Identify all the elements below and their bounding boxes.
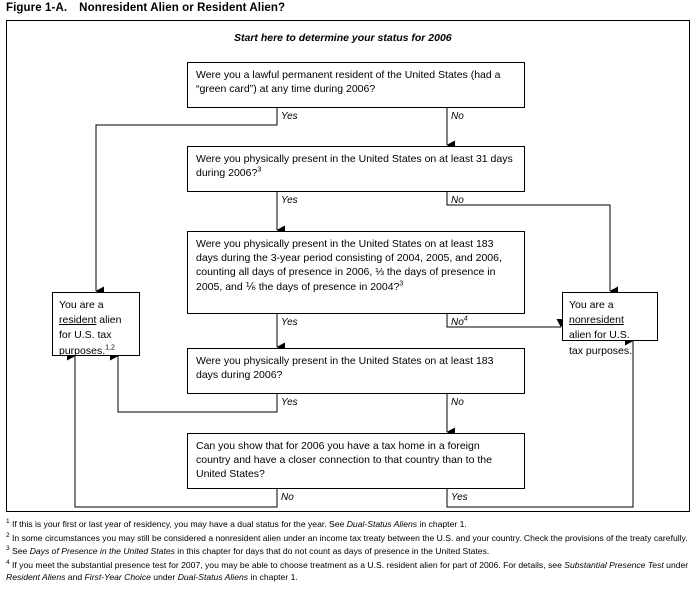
footnote-4: 4 If you meet the substantial presence t… [6,559,692,583]
figure-number: Figure 1-A. [6,2,68,14]
footnote-marker: 3 [399,280,404,288]
footnote-marker: 4 [6,559,10,567]
decision-text: Were you physically present in the Unite… [196,238,502,293]
branch-label-q2-no: No [451,195,464,206]
footnote-marker: 3 [6,545,10,553]
footnote-text: If you meet the substantial presence tes… [12,560,565,571]
branch-label-q1-yes: Yes [281,111,298,122]
footnote-marker: 1 [6,518,10,526]
result-line-3: for U.S. tax [59,329,112,342]
branch-label-q4-no: No [451,397,464,408]
footnote-italic-ref: Dual-Status Aliens [346,519,418,529]
footnote-italic-ref: Days of Presence in the United States [29,546,175,557]
footnote-italic-ref: Substantial Presence Test [564,560,664,571]
footnote-marker: 3 [257,166,262,174]
result-box-resident-alien: You are a resident alien for U.S. tax pu… [52,292,140,359]
decision-text: Were you a lawful permanent resident of … [196,69,501,96]
footnote-text: in chapter 1. [417,519,467,529]
result-line-1: You are a [59,299,104,311]
footnote-text: in this chapter for days that do not cou… [174,546,490,557]
result-line-2: resident alien [59,313,133,328]
footnote-1: 1 If this is your first or last year of … [6,518,692,530]
branch-label-q2-yes: Yes [281,195,298,206]
result-line-3: alien for U.S. [569,329,630,342]
footnote-text: under [150,572,178,583]
footnote-italic-ref: First-Year Choice [84,572,151,583]
branch-label-q3-no: No4 [451,315,468,328]
footnote-text: and [65,572,85,583]
footnote-italic-ref: Resident Aliens [6,572,66,583]
result-line-4: purposes.1,2 [59,344,133,359]
result-line-4-text: tax purposes. [569,344,633,357]
branch-label-q5-yes: Yes [451,492,468,503]
decision-text: Were you physically present in the Unite… [196,153,513,180]
decision-box-substantial-presence-183-3year: Were you physically present in the Unite… [187,231,525,314]
decision-box-lawful-permanent-resident: Were you a lawful permanent resident of … [187,62,525,108]
decision-text: Can you show that for 2006 you have a ta… [196,440,492,481]
result-line-4: tax purposes. [569,344,651,359]
result-emphasis: resident [59,314,97,327]
footnote-2: 2 In some circumstances you may still be… [6,532,692,544]
footnote-marker: 2 [6,531,10,539]
branch-label-q5-no: No [281,492,294,503]
result-line-1: You are a [569,299,614,311]
footnotes: 1 If this is your first or last year of … [6,518,692,585]
result-box-nonresident-alien: You are a nonresident alien for U.S. tax… [562,292,658,357]
footnote-text: in chapter 1. [248,572,298,583]
footnote-text: See [12,546,30,557]
branch-label-q1-no: No [451,111,464,122]
result-emphasis: nonresident [569,314,624,327]
page-title: Nonresident Alien or Resident Alien? [79,2,286,14]
footnote-text: In some circumstances you may still be c… [12,532,688,543]
footnote-text: If this is your first or last year of re… [12,519,347,529]
branch-label-text: No [451,317,464,328]
start-caption: Start here to determine your status for … [234,32,452,44]
figure-header: Figure 1-A. Nonresident Alien or Resident… [6,2,285,14]
decision-box-present-183-days-2006: Were you physically present in the Unite… [187,348,525,394]
footnote-italic-ref: Dual-Status Aliens [177,572,249,583]
result-line-2-rest: alien [96,314,122,327]
footnote-text: under [663,560,689,571]
footnote-3: 3 See Days of Presence in the United Sta… [6,545,692,557]
decision-box-present-31-days: Were you physically present in the Unite… [187,146,525,192]
footnote-marker: 1,2 [105,344,115,352]
branch-label-q3-yes: Yes [281,317,298,328]
decision-text: Were you physically present in the Unite… [196,355,494,382]
result-line-4-text: purposes. [59,344,106,357]
branch-label-q4-yes: Yes [281,397,298,408]
result-line-2: nonresident [569,313,651,328]
decision-box-closer-connection: Can you show that for 2006 you have a ta… [187,433,525,489]
footnote-marker: 4 [463,315,468,323]
